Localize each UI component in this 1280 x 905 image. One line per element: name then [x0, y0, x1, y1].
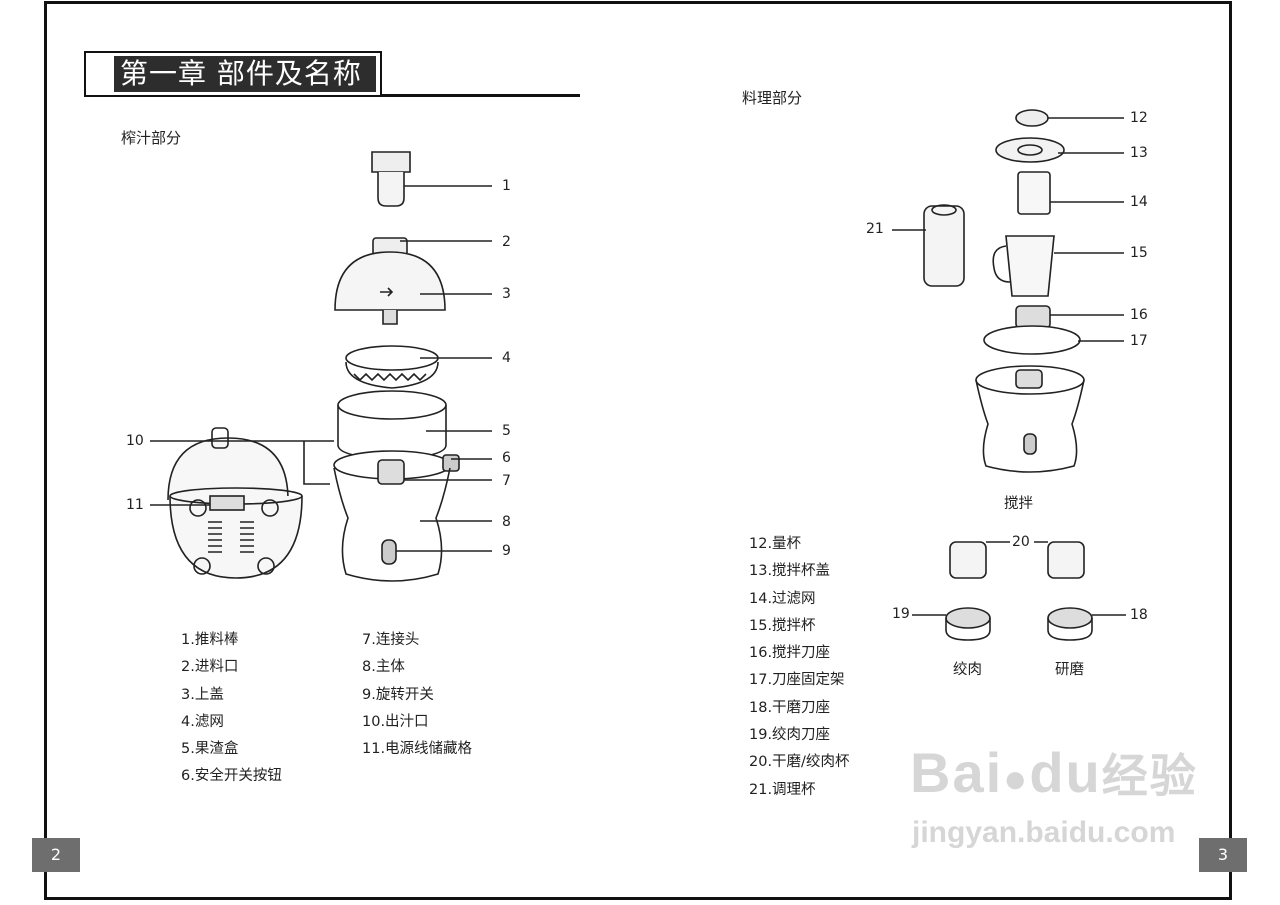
- callout-6: 6: [502, 450, 511, 466]
- legend-item: 5.果渣盒: [181, 741, 239, 758]
- legend-item: 3.上盖: [181, 686, 224, 703]
- callout-10: 10: [126, 433, 144, 449]
- blender-caption: 搅拌: [1004, 496, 1033, 512]
- callout-4: 4: [502, 350, 511, 366]
- callout-8: 8: [502, 514, 511, 530]
- legend-item: 21.调理杯: [749, 781, 816, 798]
- callout-5: 5: [502, 423, 511, 439]
- paw-icon: ●: [1003, 757, 1030, 801]
- mincer-caption: 绞肉: [953, 662, 982, 678]
- grinder-caption: 研磨: [1055, 662, 1084, 678]
- legend-item: 17.刀座固定架: [749, 672, 845, 689]
- blender-legend: 12.量杯 13.搅拌杯盖 14.过滤网 15.搅拌杯 16.搅拌刀座 17.刀…: [749, 531, 849, 804]
- callout-13: 13: [1130, 145, 1148, 161]
- watermark-brand: Bai: [910, 741, 1004, 804]
- legend-item: 7.连接头: [362, 632, 420, 648]
- callout-19: 19: [892, 606, 910, 622]
- callout-3: 3: [502, 286, 511, 302]
- blender-section-title: 料理部分: [742, 89, 803, 107]
- legend-item: 10.出汁口: [362, 713, 429, 730]
- juicer-section-title: 榨汁部分: [121, 129, 182, 147]
- legend-item: 6.安全开关按钮: [181, 768, 282, 785]
- legend-item: 2.进料口: [181, 659, 239, 676]
- baidu-watermark-logo: Bai●du经验: [910, 740, 1198, 806]
- legend-item: 18.干磨刀座: [749, 699, 831, 716]
- legend-item: 13.搅拌杯盖: [749, 563, 831, 580]
- legend-item: 20.干磨/绞肉杯: [749, 754, 850, 771]
- page-number-left: 2: [32, 838, 80, 872]
- title-underline: [382, 94, 580, 97]
- callout-17: 17: [1130, 333, 1148, 349]
- callout-1: 1: [502, 178, 511, 194]
- baidu-watermark-url: jingyan.baidu.com: [912, 816, 1176, 849]
- callout-15: 15: [1130, 245, 1148, 261]
- legend-item: 1.推料棒: [181, 632, 239, 648]
- callout-11: 11: [126, 497, 144, 513]
- legend-item: 11.电源线储藏格: [362, 741, 473, 758]
- legend-item: 8.主体: [362, 659, 405, 676]
- legend-item: 15.搅拌杯: [749, 617, 816, 634]
- page-frame: [44, 1, 1232, 900]
- juicer-legend-col2: 7.连接头 8.主体 9.旋转开关 10.出汁口 11.电源线储藏格: [362, 627, 472, 763]
- callout-16: 16: [1130, 307, 1148, 323]
- callout-12: 12: [1130, 110, 1148, 126]
- legend-item: 9.旋转开关: [362, 686, 434, 703]
- callout-9: 9: [502, 543, 511, 559]
- watermark-brand2: du: [1029, 741, 1102, 804]
- legend-item: 12.量杯: [749, 536, 802, 552]
- juicer-legend-col1: 1.推料棒 2.进料口 3.上盖 4.滤网 5.果渣盒 6.安全开关按钮: [181, 627, 282, 791]
- callout-20: 20: [1012, 534, 1030, 550]
- callout-18: 18: [1130, 607, 1148, 623]
- legend-item: 16.搅拌刀座: [749, 645, 831, 662]
- callout-14: 14: [1130, 194, 1148, 210]
- watermark-suffix: 经验: [1101, 750, 1198, 802]
- callout-7: 7: [502, 473, 511, 489]
- legend-item: 4.滤网: [181, 713, 224, 730]
- chapter-title: 第一章 部件及名称: [114, 56, 376, 92]
- page-number-right: 3: [1199, 838, 1247, 872]
- legend-item: 14.过滤网: [749, 590, 816, 607]
- callout-21: 21: [866, 221, 884, 237]
- callout-2: 2: [502, 234, 511, 250]
- legend-item: 19.绞肉刀座: [749, 727, 831, 744]
